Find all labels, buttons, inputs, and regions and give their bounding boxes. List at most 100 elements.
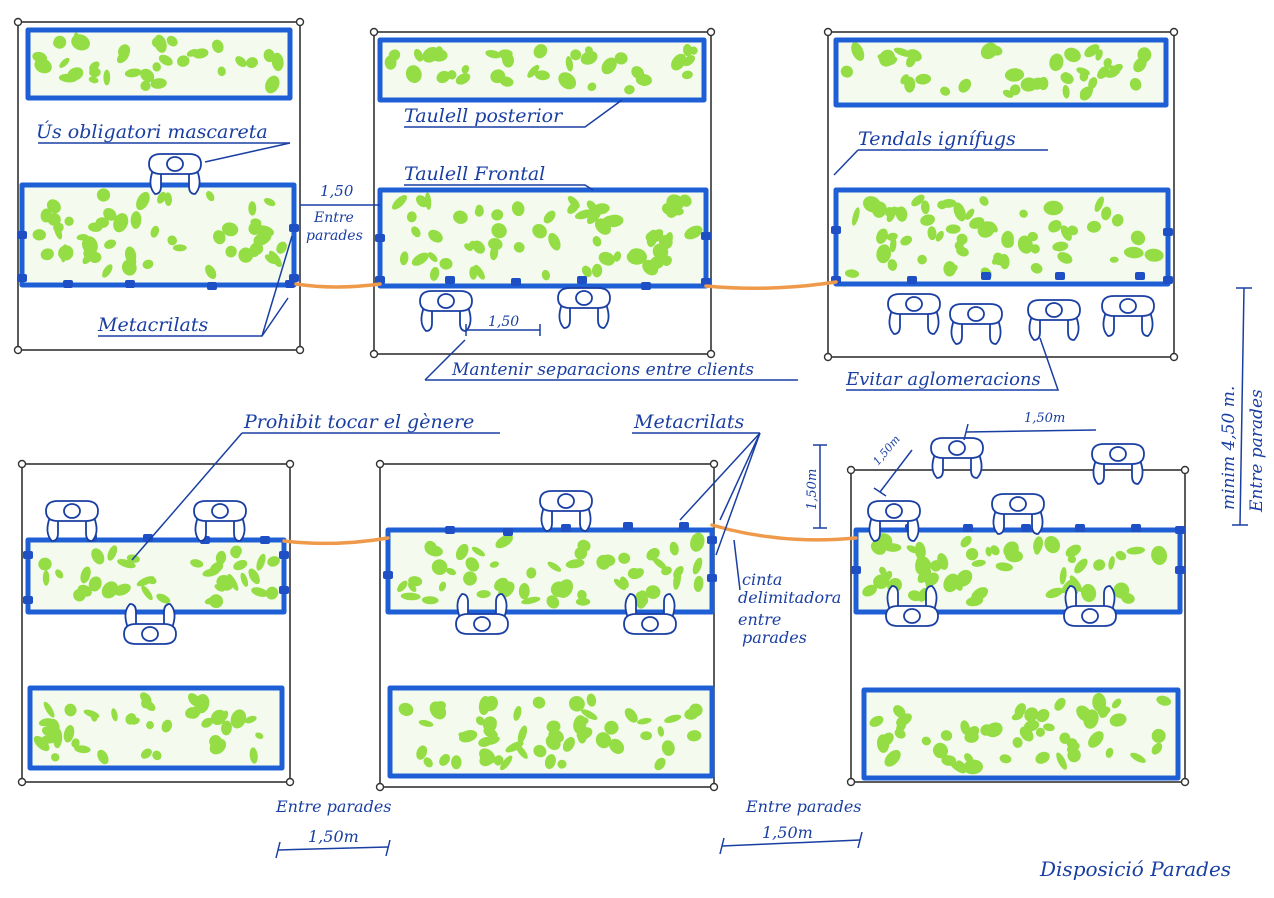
customer-figure (123, 603, 177, 645)
produce-blob (429, 266, 440, 281)
produce-blob (628, 248, 647, 265)
screen-clip (1175, 526, 1185, 534)
screen-clip (511, 278, 521, 286)
produce-blob (1056, 752, 1067, 770)
produce-blob (999, 253, 1010, 270)
produce-blob (475, 716, 485, 726)
produce-blob (601, 57, 617, 75)
produce-blob (646, 547, 660, 561)
produce-blob (136, 191, 150, 211)
produce-blob (411, 252, 429, 266)
produce-blob (88, 76, 99, 84)
produce-blob (249, 747, 258, 764)
produce-blob (89, 61, 100, 72)
produce-blob (956, 233, 968, 245)
produce-blob (971, 587, 989, 602)
stall-outlines (17, 21, 1186, 788)
produce-blob (887, 259, 898, 271)
produce-fill (32, 32, 1172, 775)
produce-blob (411, 226, 421, 238)
produce-blob (73, 32, 82, 48)
produce-blob (945, 224, 961, 234)
screen-clip (445, 526, 455, 534)
produce-blob (1003, 541, 1019, 558)
produce-blob (177, 55, 190, 67)
produce-blob (1123, 246, 1144, 259)
screen-clip (1131, 524, 1141, 532)
produce-blob (216, 575, 234, 591)
produce-blob (543, 210, 556, 224)
produce-blob (104, 239, 117, 249)
produce-blob (987, 221, 998, 233)
produce-blob (447, 70, 457, 80)
produce-blob (870, 540, 887, 555)
produce-blob (684, 225, 703, 240)
produce-blob (690, 532, 705, 552)
label-tape-3: entre (738, 610, 781, 629)
produce-blob (567, 202, 579, 214)
screen-clip (1075, 524, 1085, 532)
produce-blob (1065, 544, 1082, 558)
produce-blob (256, 225, 274, 237)
produce-blob (406, 211, 417, 223)
produce-blob (943, 573, 960, 593)
produce-blob (541, 269, 551, 281)
produce-blob (244, 715, 257, 724)
produce-blob (64, 216, 74, 226)
produce-blob (671, 53, 687, 71)
produce-blob (483, 695, 498, 712)
produce-blob (439, 753, 451, 766)
produce-blob (130, 717, 140, 725)
produce-blob (428, 252, 438, 263)
produce-blob (580, 717, 589, 725)
produce-blob (483, 727, 498, 739)
produce-blob (594, 218, 612, 235)
produce-blob (943, 261, 956, 277)
produce-blob (438, 581, 447, 592)
produce-blob (1108, 556, 1115, 570)
produce-blob (201, 717, 214, 728)
produce-blob (921, 736, 931, 746)
produce-blob (479, 753, 494, 767)
produce-blob (517, 725, 528, 744)
produce-blob (924, 572, 939, 587)
produce-blob (518, 583, 530, 600)
produce-blob (1017, 235, 1033, 254)
produce-blob (491, 209, 504, 221)
produce-blob (439, 257, 453, 270)
produce-blob (985, 722, 1003, 738)
produce-blob (81, 236, 98, 255)
produce-blob (493, 755, 504, 766)
produce-blob (1064, 47, 1081, 63)
produce-blob (1081, 583, 1097, 603)
produce-blob (392, 194, 407, 210)
screen-clip (1163, 276, 1173, 284)
produce-blob (483, 716, 497, 730)
produce-blob (464, 243, 473, 251)
screen-clip (561, 524, 571, 532)
produce-blob (151, 37, 164, 48)
produce-blob (113, 213, 129, 233)
label-back-counter: Taulell posterior (404, 105, 564, 127)
label-tape-1: cinta (742, 570, 782, 589)
produce-blob (429, 701, 447, 720)
stall-outline-top-middle (373, 31, 712, 355)
stall-outline-bottom-left (21, 463, 291, 783)
dim-right-diag-gap: 1,50m (870, 433, 902, 468)
label-mask: Ús obligatori mascareta (36, 120, 268, 143)
produce-blob (1087, 220, 1101, 233)
produce-blob (663, 232, 673, 250)
produce-blob (851, 207, 860, 226)
produce-blob (568, 696, 585, 712)
screen-clip (143, 534, 153, 542)
produce-blob (844, 269, 860, 278)
produce-blob (255, 732, 264, 739)
produce-blob (455, 543, 469, 561)
produce-blob (33, 735, 50, 752)
counters (17, 27, 1185, 781)
produce-blob (862, 584, 877, 597)
produce-blob (505, 741, 524, 753)
produce-blob (879, 49, 895, 67)
customer-figure (867, 500, 921, 542)
produce-blob (209, 594, 224, 609)
